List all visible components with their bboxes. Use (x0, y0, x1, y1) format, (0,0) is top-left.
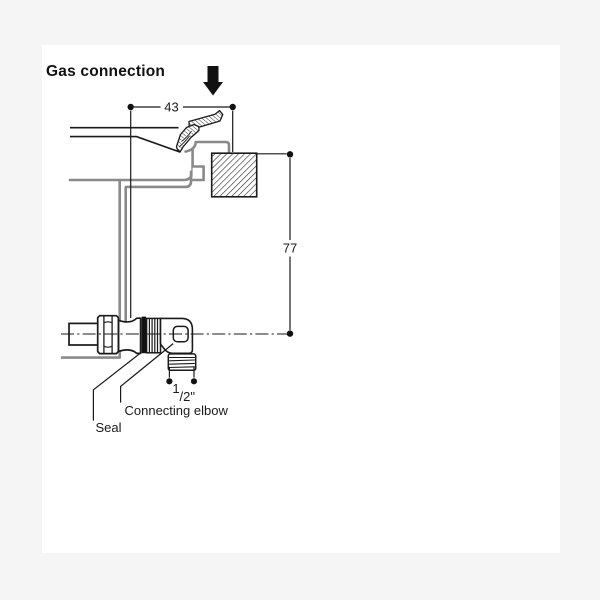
dimension-width-value: 43 (164, 100, 178, 115)
connecting-elbow-body (159, 317, 194, 355)
label-seal: Seal (96, 420, 122, 435)
dimension-height: 77 (257, 151, 297, 337)
dimension-height-value: 77 (283, 241, 297, 256)
label-connecting-elbow: Connecting elbow (125, 403, 229, 418)
appliance-profile (60, 140, 231, 359)
elbow-outlet-thread (167, 353, 197, 372)
flange (117, 317, 142, 355)
dimension-width: 43 (127, 100, 236, 318)
seal-part (141, 316, 146, 354)
page-title: Gas connection (46, 63, 166, 80)
down-arrow-icon (203, 66, 223, 96)
gas-valve-assembly (68, 314, 197, 372)
worktop-block (210, 152, 258, 198)
burner-clamp (175, 109, 224, 153)
hex-nut (96, 314, 120, 355)
thread-size-numerator: 1 (172, 381, 179, 396)
dimension-thread: 1 /2" (166, 366, 198, 404)
thread-socket (145, 317, 162, 354)
thread-size-denominator: /2" (180, 389, 196, 404)
mounting-tab (191, 165, 205, 182)
cooktop-panel-lines (70, 126, 181, 154)
diagram-panel (42, 45, 560, 553)
leader-lines (92, 343, 174, 421)
